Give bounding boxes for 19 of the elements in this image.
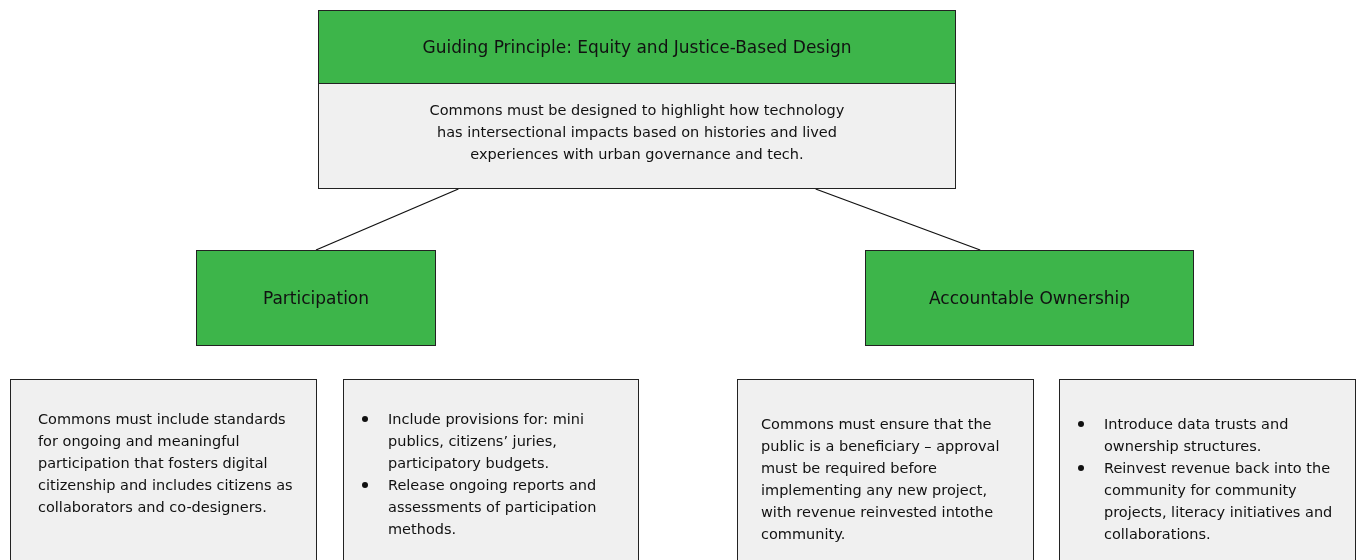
connector-line	[315, 188, 459, 251]
principle-card	[318, 10, 956, 189]
connector-line	[815, 188, 981, 251]
bullet-text: Reinvest revenue back into the community for community projects, literacy initiatives and collaborations.	[1104, 460, 1333, 542]
list-box	[343, 379, 639, 560]
description-text: Commons must include standards for ongoing and meaningful participation that fosters digital citizenship and includes citizens as collaborators and co-designers.	[38, 410, 294, 517]
text-box	[737, 379, 1034, 560]
category-box	[196, 250, 436, 346]
text-box	[10, 379, 317, 560]
card-description: Commons must be designed to highlight how technology has intersectional impacts based on histories and lived experiences with urban governance and tech.	[319, 83, 955, 188]
category-title: Participation	[262, 288, 370, 308]
bullet-text: Introduce data trusts and ownership structures.	[1104, 416, 1289, 454]
category-title: Accountable Ownership	[928, 288, 1131, 308]
bullet-text: Include provisions for: mini publics, citizens’ juries, participatory budgets.	[388, 411, 585, 471]
card-heading: Guiding Principle: Equity and Justice-Based Design	[319, 11, 955, 83]
description-text: Commons must ensure that the public is a beneficiary – approval must be required before implementing any new project, with revenue reinvested intothe community.	[761, 415, 1001, 544]
category-box	[865, 250, 1194, 346]
bullet-text: Release ongoing reports and assessments of participation methods.	[388, 477, 597, 537]
list-box	[1059, 379, 1356, 560]
